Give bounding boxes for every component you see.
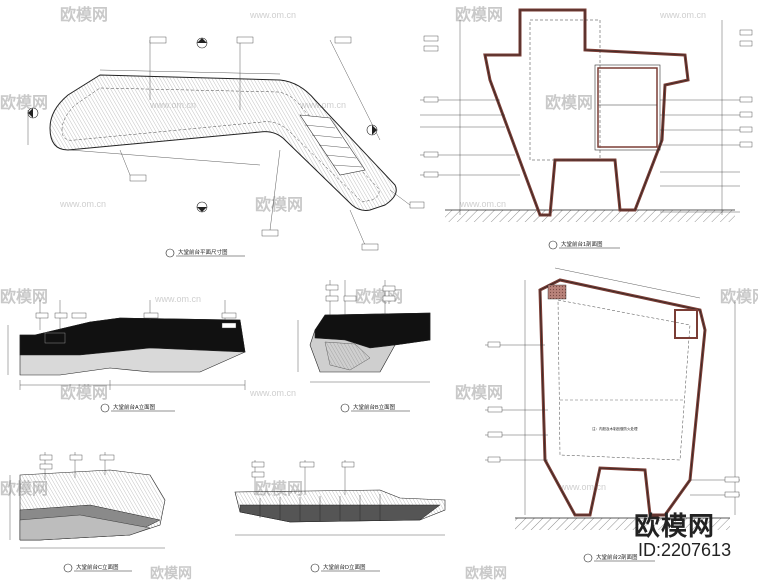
elev-d-title: 大堂前台D立面图 [323, 563, 366, 571]
watermark-brand: 欧模网 [455, 383, 503, 402]
elev-d-tags [251, 461, 355, 478]
watermark-url: www.om.cn [59, 199, 106, 209]
elev-b-top-band [314, 312, 431, 349]
watermark-brand: 欧模网 [255, 195, 303, 214]
counter-outline [49, 74, 397, 211]
plan-tags [129, 36, 425, 251]
section1-title-block: 大堂前台1剖面图 [548, 240, 620, 250]
watermark-brand: 欧模网 [0, 93, 48, 112]
watermark-brand: 欧模网 [455, 5, 503, 24]
elevation-a-view: 大堂前台A立面图 [7, 300, 246, 413]
section1-tags [423, 29, 753, 178]
elev-a-tags [35, 312, 237, 329]
section2-note: 注：内胆及木制品做防火处理 [592, 426, 638, 431]
section1-title: 大堂前台1剖面图 [561, 240, 603, 248]
elev-b-title: 大堂前台B立面图 [353, 403, 396, 411]
section-marker [366, 124, 378, 136]
section-marker [27, 107, 39, 119]
counter-inner-line [61, 87, 380, 203]
elev-a-top-band [19, 317, 246, 356]
elev-a-title: 大堂前台A立面图 [113, 403, 156, 411]
section2-title-block: 大堂前台2剖面图 [583, 553, 655, 563]
watermark-brand: 欧模网 [60, 383, 108, 402]
watermark-url: www.om.cn [459, 199, 506, 209]
section-marker [196, 201, 208, 213]
watermark-brand: 欧模网 [545, 93, 593, 112]
elev-a-title-block: 大堂前台A立面图 [100, 403, 175, 413]
brand-logo-text: 欧模网 [634, 512, 716, 542]
ground-hatch [445, 210, 735, 222]
elev-b-tags [325, 284, 396, 302]
model-id-label: ID:2207613 [638, 540, 732, 560]
elev-d-title-block: 大堂前台D立面图 [310, 563, 380, 573]
plan-dimensions [27, 39, 411, 246]
section2-title: 大堂前台2剖面图 [596, 553, 638, 561]
watermark-brand: 欧模网 [720, 287, 758, 306]
watermark-url: www.om.cn [299, 100, 346, 110]
elev-c-tags [39, 454, 115, 470]
elevation-c-view: 大堂前台C立面图 [9, 452, 166, 573]
watermark-brand: 欧模网 [0, 287, 48, 306]
watermark-brand: 欧模网 [355, 287, 403, 306]
plan-title: 大堂前台平面尺寸图 [178, 248, 228, 256]
elevation-b-view: 大堂前台B立面图 [297, 280, 431, 413]
elev-c-title: 大堂前台C立面图 [76, 563, 119, 571]
watermark-brand: 欧模网 [60, 5, 108, 24]
watermark-url: www.om.cn [249, 388, 296, 398]
elev-b-title-block: 大堂前台B立面图 [340, 403, 410, 413]
section-marker [196, 37, 208, 49]
ground-hatch [515, 518, 730, 530]
section2-tags [487, 341, 740, 498]
section2-dimensions [485, 267, 740, 515]
watermark-url: www.om.cn [559, 482, 606, 492]
section2-outer-wall [538, 278, 707, 517]
watermark-url: www.om.cn [659, 10, 706, 20]
section2-view: 注：内胆及木制品做防火处理 大堂前台2剖面图 [485, 267, 740, 563]
plan-title-block: 大堂前台平面尺寸图 [165, 248, 245, 258]
stair-zone [299, 114, 366, 176]
watermark-url: www.om.cn [249, 10, 296, 20]
watermark-brand: 欧模网 [150, 565, 192, 581]
elev-d-slats [259, 494, 381, 521]
plan-view: 大堂前台平面尺寸图 [27, 36, 425, 258]
section1-dimensions [420, 20, 740, 215]
section1-view: 大堂前台1剖面图 [420, 8, 753, 250]
watermark-url: www.om.cn [154, 294, 201, 304]
elev-c-title-block: 大堂前台C立面图 [63, 563, 132, 573]
watermark-brand: 欧模网 [465, 565, 507, 581]
elevation-d-view: 大堂前台D立面图 [234, 460, 446, 573]
